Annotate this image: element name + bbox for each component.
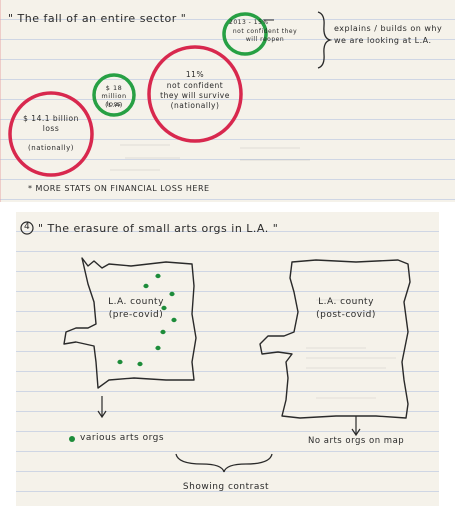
arts-org-dot <box>169 291 175 297</box>
map-right-label: L.A. county (post-covid) <box>316 297 376 320</box>
number-circle <box>20 221 34 235</box>
footnote: * MORE STATS ON FINANCIAL LOSS HERE <box>28 184 210 193</box>
green-mid-stat: $ 18 million loss <box>101 84 127 108</box>
ghost-bleed-through-bottom <box>306 299 396 399</box>
legend-left: various arts orgs <box>80 433 165 443</box>
red-left-stat: $ 14.1 billion loss <box>23 114 79 133</box>
arts-org-dot <box>171 317 177 323</box>
arts-org-dot <box>143 283 149 289</box>
green-top-stat: 2013 - 15% <box>229 19 269 26</box>
map-left-label: L.A. county (pre-covid) <box>108 297 164 320</box>
legend-right: No arts orgs on map <box>308 436 405 446</box>
green-top-text: not confident they will reopen <box>232 28 298 43</box>
red-circle-mid <box>147 45 243 143</box>
legend-dot <box>69 436 75 442</box>
arts-org-dot <box>160 329 166 335</box>
down-arrow-icon-right <box>351 416 361 437</box>
arts-org-dot <box>155 345 161 351</box>
ghost-bleed-through <box>110 144 310 171</box>
arts-org-dot <box>161 305 167 311</box>
bottom-sheet-drawings <box>20 221 411 473</box>
red-mid-stat: 11% <box>185 70 205 79</box>
item-number: 4 <box>24 222 31 232</box>
map-right-outline <box>259 259 411 419</box>
red-circle-left <box>8 91 94 177</box>
bottom-bracket <box>175 453 273 473</box>
arts-org-dot <box>117 359 123 365</box>
green-mid-text: (L.A) <box>105 101 123 109</box>
arts-org-dot <box>137 361 143 367</box>
green-circle-top <box>222 12 268 56</box>
red-mid-text: not confident they will survive (nationa… <box>160 81 230 110</box>
red-left-text: (nationally) <box>28 144 74 152</box>
side-note: explains / builds on why we are looking … <box>334 24 443 45</box>
green-circle-mid <box>92 73 136 117</box>
arts-org-dots <box>117 273 177 367</box>
down-arrow-icon-left <box>97 396 107 419</box>
curly-brace <box>317 11 333 69</box>
top-notebook-sheet: " The fall of an entire sector " 2013 - … <box>0 0 455 202</box>
down-arrow-icons <box>97 396 361 437</box>
map-left-outline <box>63 257 197 389</box>
top-quote: " The fall of an entire sector " <box>8 12 187 25</box>
top-sheet-drawings <box>0 0 333 202</box>
bottom-notebook-sheet: 4 " The erasure of small arts orgs in L.… <box>16 212 439 506</box>
bracket-label: Showing contrast <box>182 482 270 492</box>
bottom-heading: " The erasure of small arts orgs in L.A.… <box>38 222 279 235</box>
arts-org-dot <box>155 273 161 279</box>
